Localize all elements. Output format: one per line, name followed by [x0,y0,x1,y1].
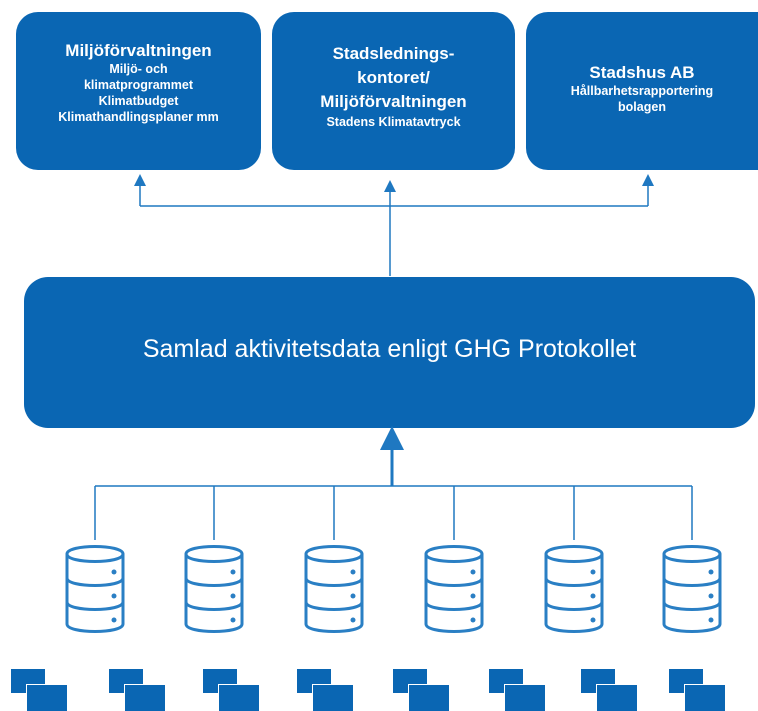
box-line: Klimatbudget [98,94,179,108]
box-line: Hållbarhetsrapportering [570,84,714,98]
document-shape [408,684,450,711]
document-shape [312,684,354,711]
documents-icon [580,668,640,711]
document-shape [684,684,726,711]
box-line: bolagen [618,100,666,114]
documents-icon [488,668,548,711]
box-miljoforvaltningen: Miljöförvaltningen Miljö- och klimatprog… [16,12,261,170]
box-title: Miljöförvaltningen [65,41,212,60]
box-line: Klimathandlingsplaner mm [58,110,219,124]
box-line: klimatprogrammet [83,78,194,92]
box-title-line: Miljöförvaltningen [320,92,467,111]
documents-icon [392,668,452,711]
box-stadsledningskontoret: Stadslednings- kontoret/ Miljöförvaltnin… [272,12,515,170]
box-title-line: Stadslednings- [332,44,455,63]
box-line: Stadens Klimatavtryck [326,115,461,129]
database-icon [544,540,604,638]
document-shape [218,684,260,711]
box-samlad-aktivitetsdata: Samlad aktivitetsdata enligt GHG Protoko… [24,277,755,428]
box-line: Miljö- och [109,62,168,76]
documents-icon [296,668,356,711]
documents-icon [10,668,70,711]
database-icon [424,540,484,638]
database-icon [304,540,364,638]
box-title: Stadshus AB [589,63,695,82]
document-shape [596,684,638,711]
document-shape [26,684,68,711]
main-box-label: Samlad aktivitetsdata enligt GHG Protoko… [142,335,637,363]
box-stadshus-ab: Stadshus AB Hållbarhetsrapportering bola… [526,12,758,170]
database-icon [184,540,244,638]
documents-icon [108,668,168,711]
box-title-line: kontoret/ [357,68,430,87]
documents-icon [668,668,728,711]
document-shape [124,684,166,711]
database-icon [65,540,125,638]
document-shape [504,684,546,711]
documents-icon [202,668,262,711]
database-icon [662,540,722,638]
